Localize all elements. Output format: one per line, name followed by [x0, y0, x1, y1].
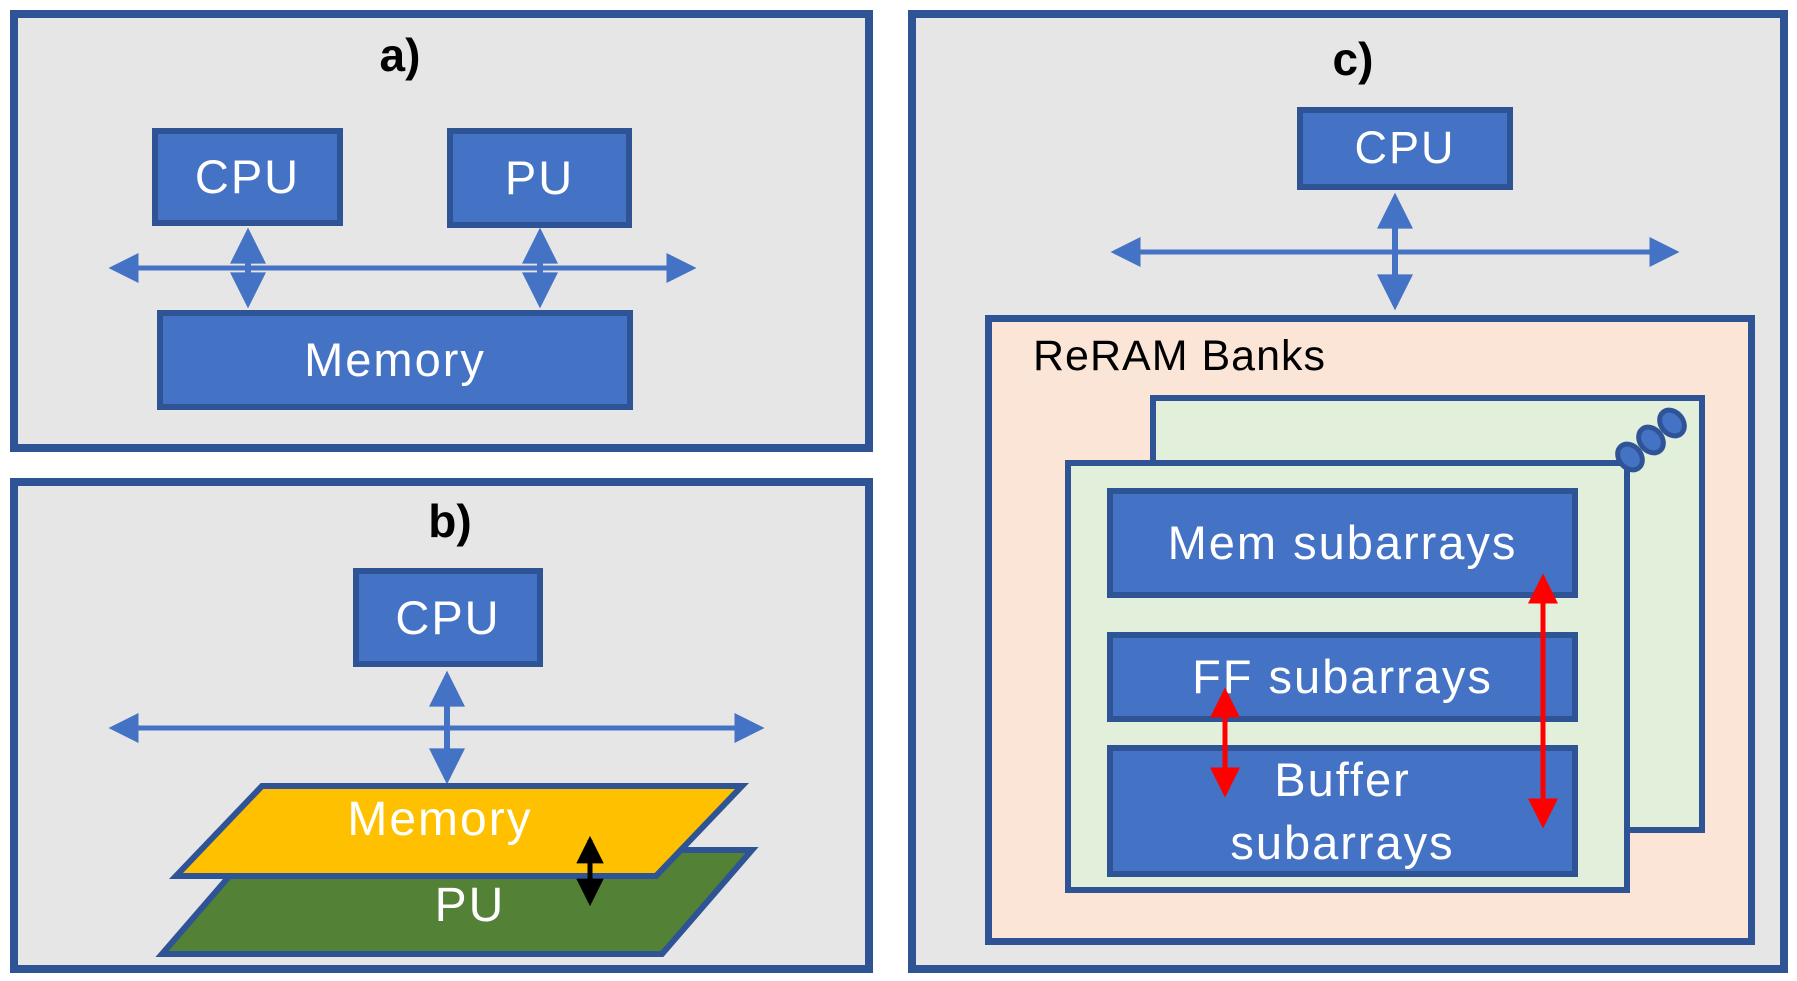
- pu-box-a: PU: [447, 128, 632, 228]
- mem-subarrays-label: Mem subarrays: [1167, 516, 1518, 570]
- panel-a-title: a): [379, 29, 421, 81]
- panel-c-title: c): [1332, 33, 1374, 85]
- memory-layer-label-b: Memory: [347, 793, 533, 846]
- reram-banks-label: ReRAM Banks: [1033, 332, 1326, 380]
- cpu-box-c: CPU: [1297, 107, 1513, 190]
- cpu-label-a: CPU: [194, 150, 301, 204]
- cpu-box-b: CPU: [353, 568, 543, 667]
- pu-label-a: PU: [504, 151, 575, 205]
- buffer-subarrays-line1: Buffer: [1274, 752, 1411, 806]
- cpu-label-b: CPU: [395, 590, 501, 644]
- pu-layer-label-b: PU: [434, 879, 506, 932]
- ff-subarrays-box: FF subarrays: [1107, 632, 1578, 722]
- cpu-box-a: CPU: [152, 128, 343, 226]
- memory-box-a: Memory: [157, 310, 633, 410]
- buffer-subarrays-box: Buffer subarrays: [1107, 745, 1578, 877]
- cpu-label-c: CPU: [1354, 122, 1456, 174]
- buffer-subarrays-label: Buffer subarrays: [1230, 748, 1454, 875]
- mem-subarrays-box: Mem subarrays: [1107, 488, 1578, 598]
- ff-subarrays-label: FF subarrays: [1192, 650, 1493, 704]
- buffer-subarrays-line2: subarrays: [1230, 816, 1455, 869]
- panel-b-title: b): [428, 495, 472, 547]
- memory-label-a: Memory: [304, 333, 486, 387]
